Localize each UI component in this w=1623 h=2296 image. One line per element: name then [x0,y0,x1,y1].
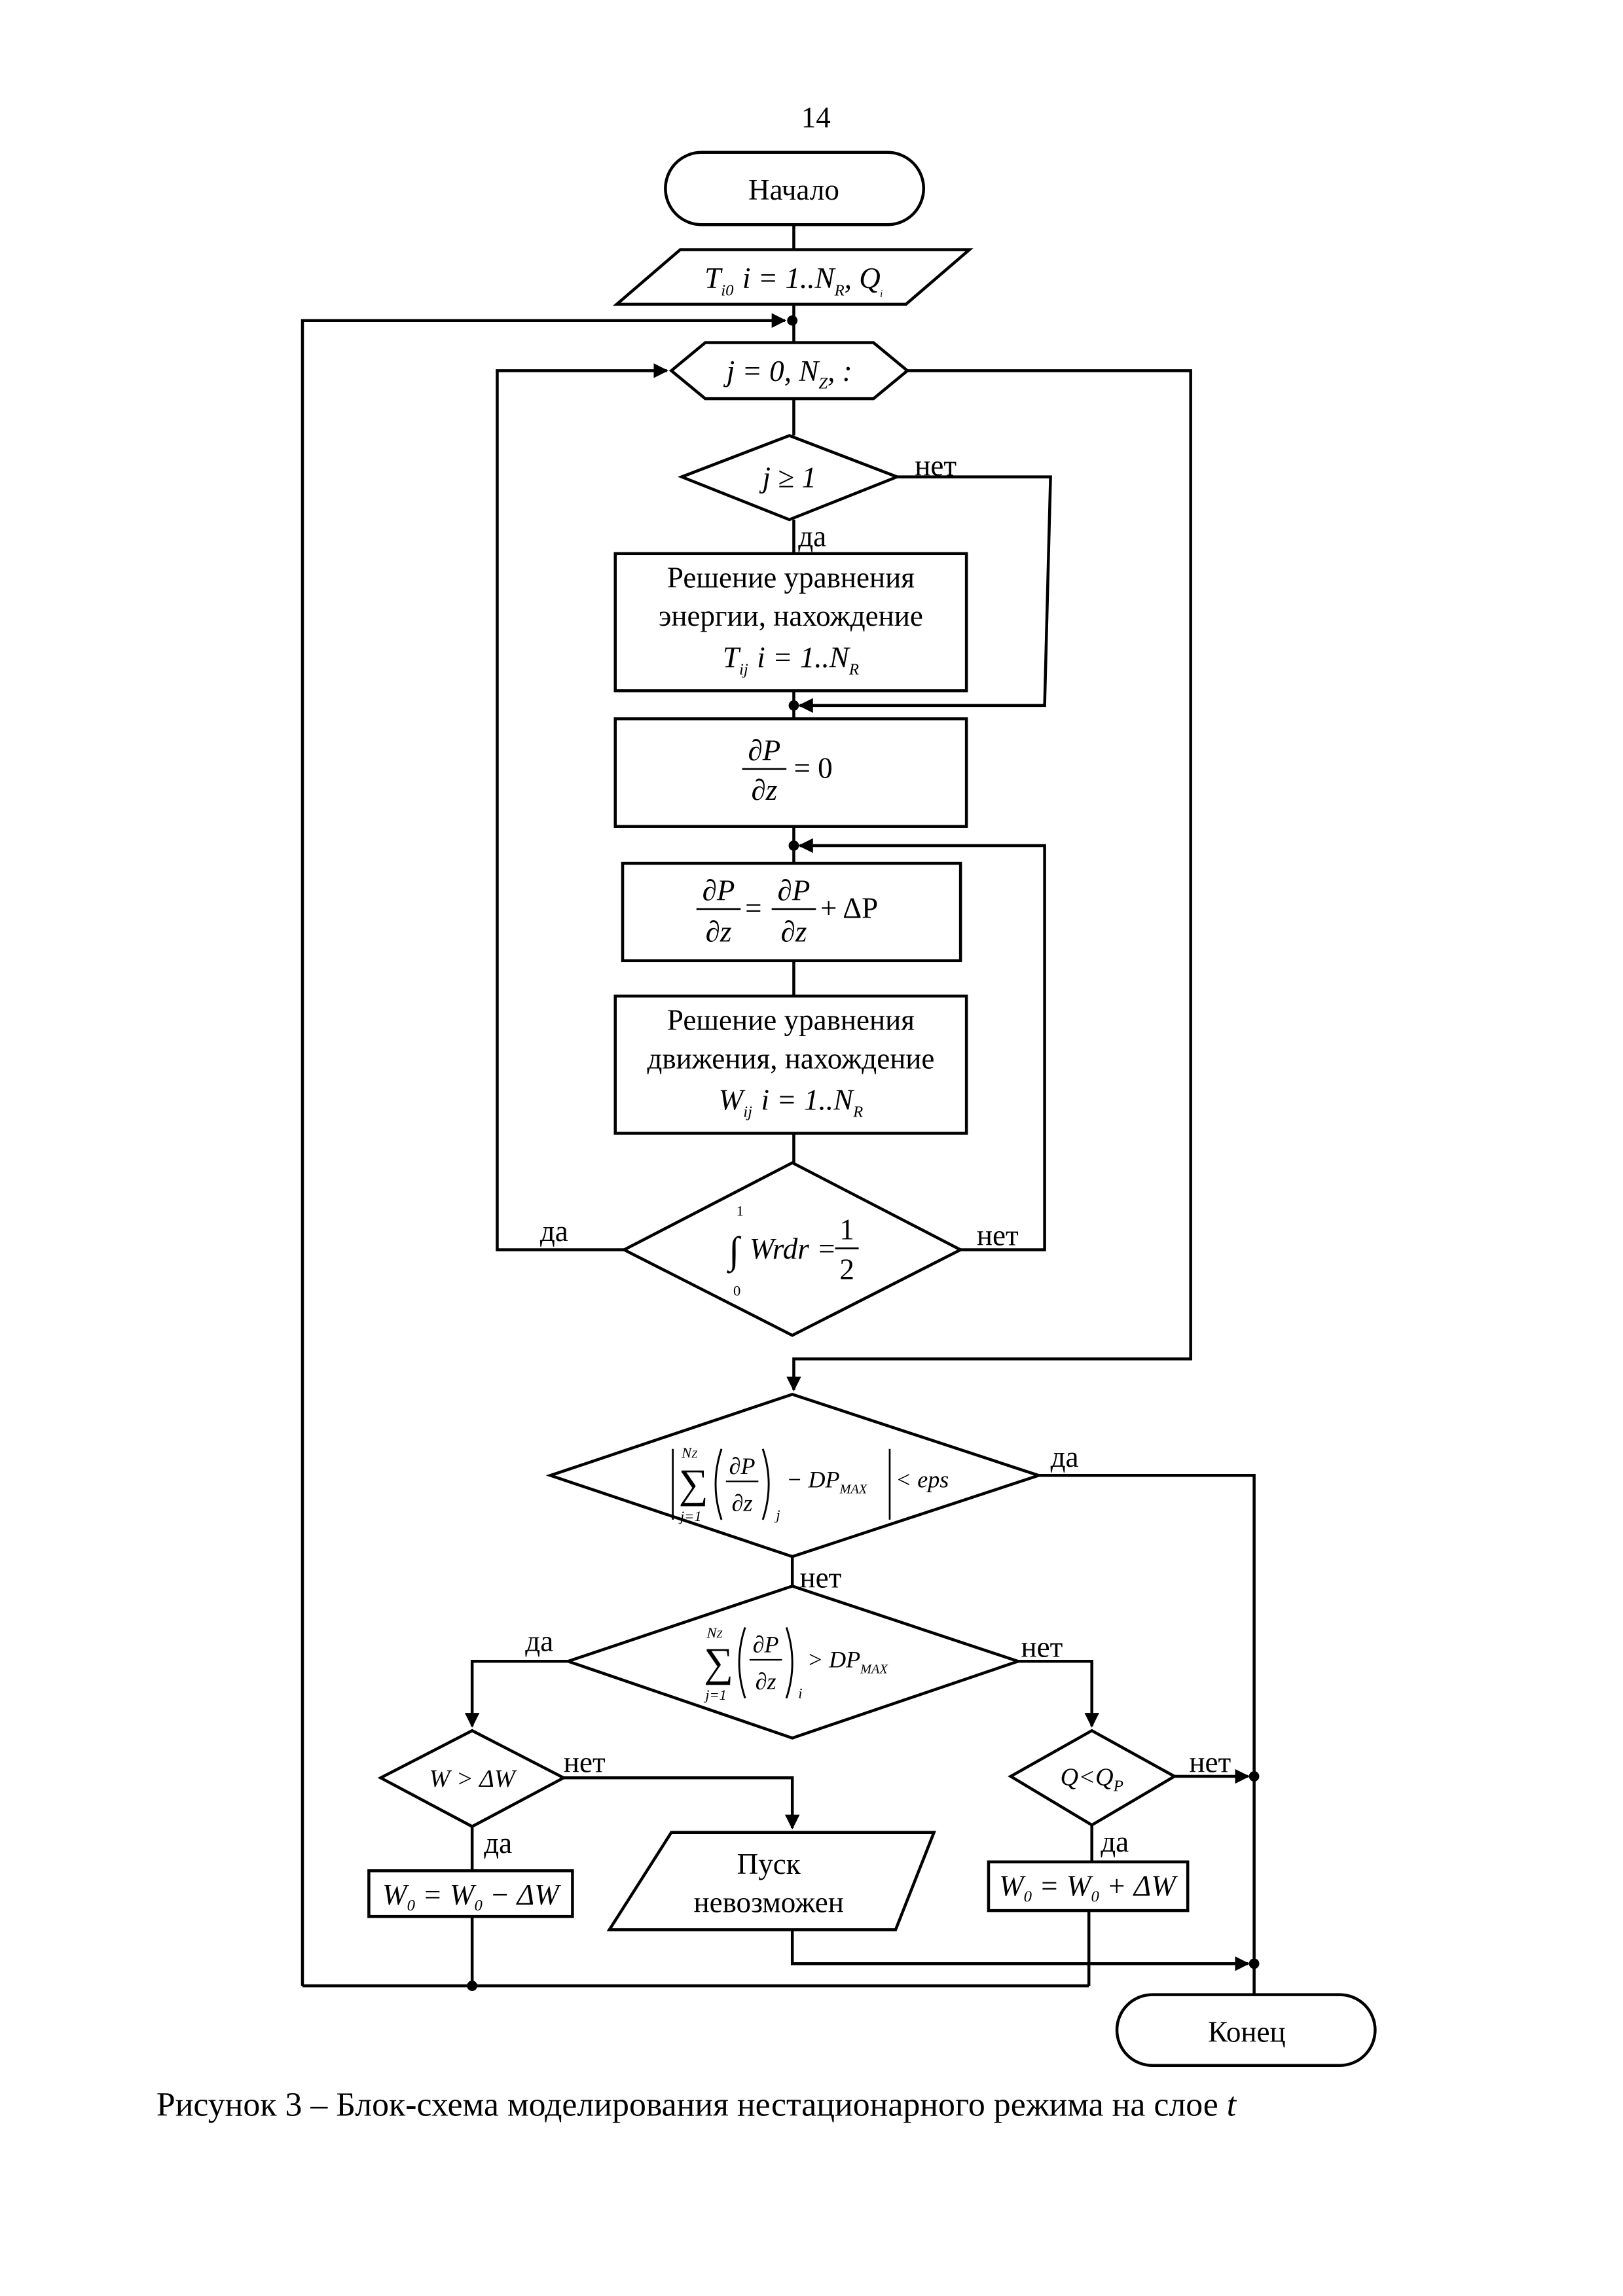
svg-text:нет: нет [1021,1631,1063,1664]
svg-text:i: i [798,1685,802,1702]
svg-text:NZ: NZ [706,1624,722,1641]
decision-q: Q<QP [1008,1729,1178,1827]
page-number: 14 [801,101,831,134]
svg-text:∂z: ∂z [751,774,777,806]
svg-text:∑: ∑ [679,1461,708,1507]
start-label: Начало [748,173,839,206]
figure-caption: Рисунок 3 – Блок-схема моделирования нес… [156,2086,1237,2123]
right-paren [785,1626,793,1699]
svg-text:∂z: ∂z [732,1490,753,1516]
svg-text:∂P: ∂P [753,1632,779,1658]
no-start-output: Пуск невозможен [606,1831,936,1931]
energy-process: Решение уравнения энергии, нахождение Ti… [613,552,968,692]
svg-text:∂z: ∂z [781,915,807,948]
svg-text:W0 = W0 + ΔW: W0 = W0 + ΔW [999,1870,1178,1906]
dp-increment-process: ∂P ∂z = ∂P ∂z + ΔP [621,861,962,963]
left-paren [738,1626,746,1699]
svg-text:− DPMAX: − DPMAX [786,1466,868,1496]
svg-text:нет: нет [799,1562,841,1594]
svg-text:=: = [745,891,761,924]
start-terminal: Начало [664,151,926,226]
label-yes: да [798,520,826,553]
svg-text:Решение уравнения: Решение уравнения [667,562,915,594]
motion-process: Решение уравнения движения, нахождение W… [613,994,968,1135]
svg-text:да: да [1051,1441,1079,1473]
svg-text:2: 2 [839,1253,854,1286]
svg-text:Q<QP: Q<QP [1061,1764,1123,1795]
svg-text:да: да [525,1624,553,1657]
svg-text:∂z: ∂z [706,915,732,948]
decision-w: W > ΔW [377,1729,567,1829]
loop-hexagon: j = 0, NZ, : [668,341,910,401]
decision-dpmax: NZ ∑ j=1 ∂P ∂z i > DPMAX [563,1584,1023,1740]
svg-text:Пуск: Пуск [737,1848,801,1880]
svg-text:движения, нахождение: движения, нахождение [647,1042,934,1075]
label-no: нет [915,449,957,482]
svg-text:энергии, нахождение: энергии, нахождение [659,600,923,632]
svg-text:да: да [1101,1825,1129,1858]
end-terminal: Конец [1115,1993,1377,2068]
svg-text:j=1: j=1 [703,1687,727,1703]
svg-text:∫: ∫ [726,1229,742,1274]
svg-text:∂P: ∂P [729,1453,756,1479]
svg-text:нет: нет [1189,1746,1231,1778]
junction-dot [787,315,798,326]
svg-text:∂P: ∂P [778,874,811,906]
svg-text:1: 1 [839,1213,854,1246]
decision-integral: 1 ∫ 0 Wrdr = 1 2 [621,1160,964,1337]
svg-text:Решение уравнения: Решение уравнения [667,1004,915,1037]
svg-text:1: 1 [737,1203,744,1219]
svg-text:нет: нет [977,1219,1019,1252]
svg-text:W0 = W0 − ΔW: W0 = W0 − ΔW [382,1878,561,1914]
left-paren [714,1448,723,1520]
svg-text:W > ΔW: W > ΔW [429,1765,517,1793]
w-increase-process: W0 = W0 + ΔW [987,1860,1190,1912]
svg-text:> DPMAX: > DPMAX [807,1646,889,1676]
svg-text:да: да [484,1827,512,1859]
decision-j-label: j ≥ 1 [759,461,816,493]
svg-text:невозможен: невозможен [693,1886,843,1918]
right-paren [761,1448,770,1520]
decision-eps: NZ ∑ j=1 ∂P ∂z j − DPMAX < eps [545,1392,1044,1558]
svg-text:∑: ∑ [704,1640,733,1685]
svg-text:∂P: ∂P [748,734,780,766]
svg-text:да: да [540,1215,568,1247]
svg-text:+ ΔP: + ΔP [820,891,878,924]
svg-text:j: j [774,1507,780,1523]
svg-text:∂P: ∂P [702,874,735,906]
svg-text:= 0: = 0 [793,751,832,784]
w-decrease-process: W0 = W0 − ΔW [367,1869,574,1918]
svg-text:NZ: NZ [681,1444,697,1461]
loop-formula: j = 0, NZ, : [723,355,852,392]
svg-text:∂z: ∂z [756,1668,776,1695]
end-label: Конец [1208,2016,1286,2049]
svg-text:j=1: j=1 [678,1508,702,1524]
connectors [301,224,1260,1995]
svg-text:нет: нет [564,1746,606,1778]
decision-j: j ≥ 1 [677,434,902,522]
svg-text:0: 0 [733,1282,740,1299]
svg-text:Wrdr =: Wrdr = [750,1232,837,1265]
dp-init-process: ∂P ∂z = 0 [613,717,968,828]
svg-text:< eps: < eps [896,1466,949,1492]
